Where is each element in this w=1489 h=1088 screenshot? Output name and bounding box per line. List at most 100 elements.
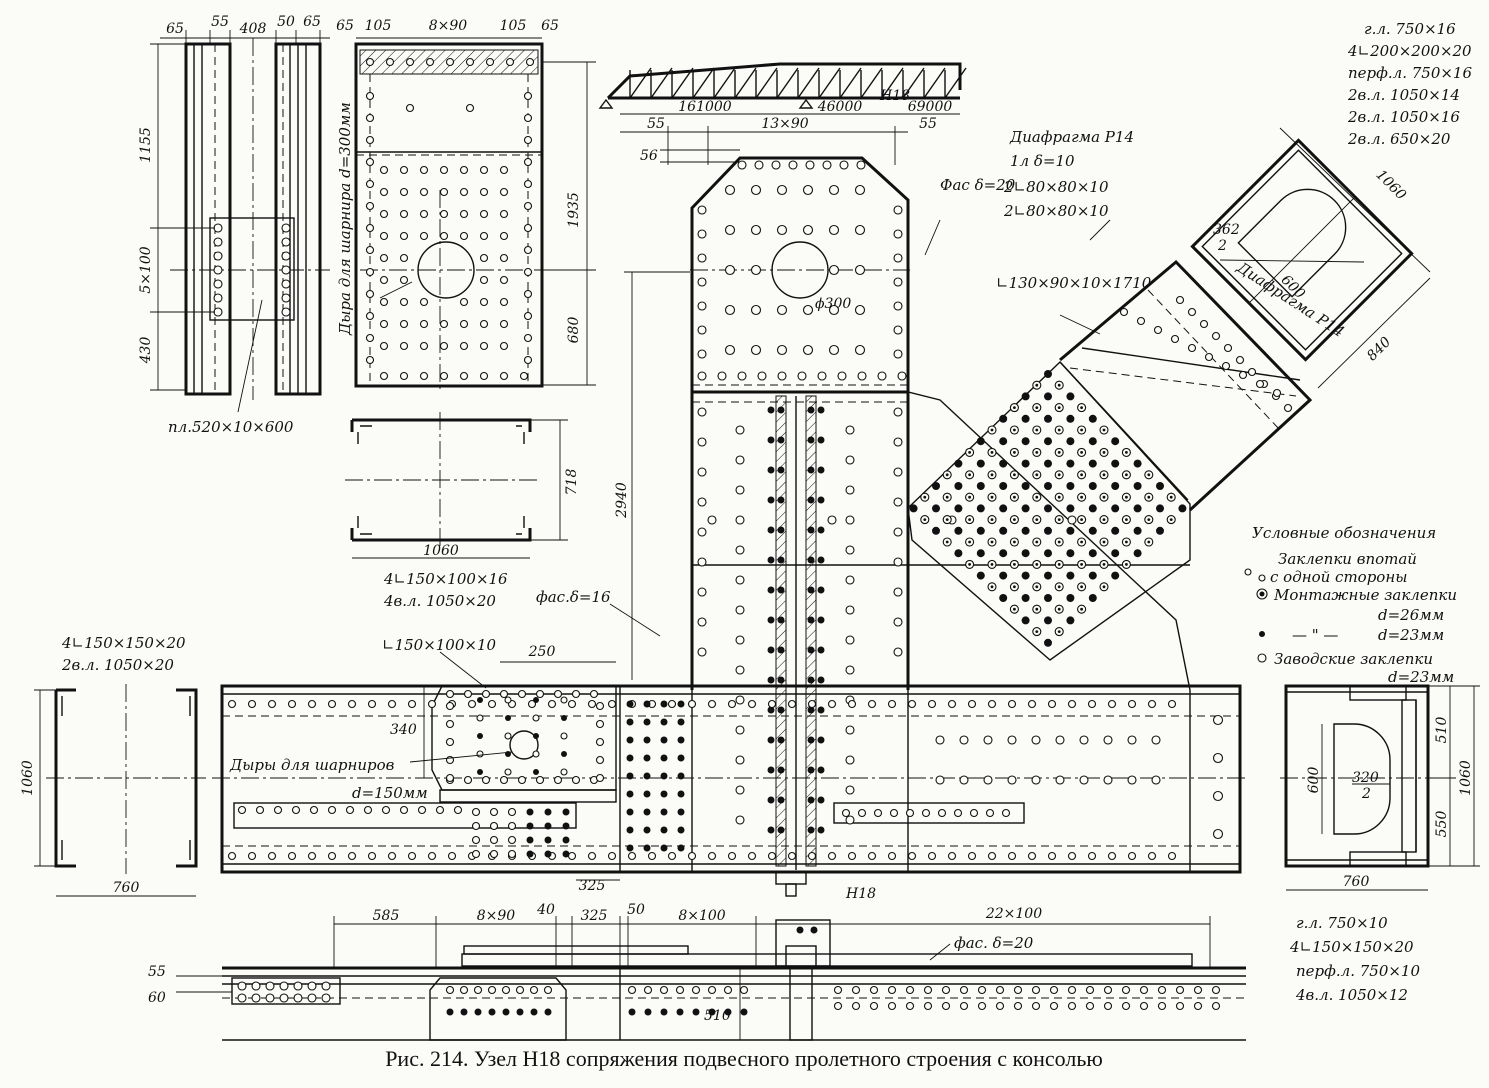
dim-50-bottom: 50 (627, 902, 645, 918)
rivet (802, 304, 814, 316)
rivet-center (1035, 607, 1039, 611)
rivet (1283, 403, 1293, 413)
rivet (463, 775, 473, 785)
rivet (365, 91, 375, 101)
rivet (1103, 775, 1113, 785)
rivet (1121, 985, 1131, 995)
rivet (544, 808, 552, 816)
dim-55-main-a: 55 (647, 116, 665, 132)
rivet (807, 466, 815, 474)
rivet-center (1035, 406, 1039, 409)
rivet (735, 515, 745, 525)
rivet (309, 805, 319, 815)
rivet-center (1046, 439, 1050, 443)
rivet (845, 755, 855, 765)
rivet (827, 851, 837, 861)
rivet (213, 237, 223, 247)
rivet-center (1024, 484, 1027, 488)
rivet-center (1080, 428, 1083, 432)
rivet-center (979, 484, 983, 488)
rivet-center (1113, 484, 1117, 488)
rivet (365, 355, 375, 365)
rivet-center (1069, 596, 1072, 600)
rivet (697, 301, 707, 311)
section-right-member-1: г.л. 750×10 (1296, 914, 1388, 932)
rivet (845, 455, 855, 465)
rivet-center (1169, 495, 1173, 499)
rivet (827, 699, 837, 709)
dim-1155: 1155 (138, 127, 154, 163)
diag-member-3: перф.л. 750×16 (1348, 64, 1472, 82)
rivet (293, 981, 303, 991)
rivet-center (1057, 630, 1061, 633)
rivet-center (1158, 484, 1162, 488)
rivet-center (1147, 495, 1151, 499)
rivet-center (1013, 607, 1016, 611)
rivet-center (1113, 574, 1117, 577)
main-hole-dia: ϕ300 (815, 296, 851, 312)
rivet (767, 556, 775, 564)
rivet-center (1069, 417, 1072, 421)
rivet (471, 849, 481, 859)
rivet-center (990, 451, 994, 454)
diaphragm-title: Диафрагма Р14 (1009, 128, 1134, 146)
rivet (776, 224, 788, 236)
rivet (327, 699, 337, 709)
rivet (626, 772, 634, 780)
dim-760-left: 760 (113, 880, 140, 896)
rivet (967, 851, 977, 861)
rivet (817, 586, 825, 594)
rivet (817, 676, 825, 684)
section-left-1060: 4∟150×150×20 2в.л. 1050×20 1060 760 (20, 634, 206, 897)
rivet (807, 796, 815, 804)
rivet (499, 231, 509, 241)
rivet (626, 844, 634, 852)
truss-diagonal (629, 67, 652, 99)
rivet (251, 993, 261, 1003)
legend-one-side: с одной стороны (1270, 568, 1407, 586)
truss-diagonal (839, 67, 862, 99)
rivet (1175, 985, 1185, 995)
rivet (747, 699, 757, 709)
rivet (347, 699, 357, 709)
legend-field-d26: d=26мм (1378, 606, 1444, 624)
rivet (851, 1001, 861, 1011)
rivet (399, 187, 409, 197)
rivet (776, 304, 788, 316)
rivet (523, 157, 533, 167)
field-rivet-23-symbol (1259, 631, 1265, 637)
rivet (893, 301, 903, 311)
rivet-center (1069, 529, 1072, 533)
dim-760-right: 760 (1343, 874, 1370, 890)
rivet (754, 160, 764, 170)
rivet (1211, 1001, 1221, 1011)
rivet-center (1102, 451, 1106, 454)
rivet-center (1136, 529, 1139, 533)
rivet (399, 371, 409, 381)
rivet (479, 231, 489, 241)
rivet (399, 231, 409, 241)
rivet (476, 750, 484, 758)
rivet (1055, 735, 1065, 745)
rivet (845, 815, 855, 825)
rivet (265, 993, 275, 1003)
rivet-center (1113, 462, 1117, 465)
main-pin-hole (771, 241, 829, 299)
dim-40: 40 (536, 902, 555, 918)
rivet (1247, 367, 1257, 377)
rivet (833, 1001, 843, 1011)
rivet (587, 851, 597, 861)
truss-diagonal (797, 67, 820, 99)
rivet-center (1046, 596, 1050, 600)
plate-label: пл.520×10×600 (168, 418, 294, 436)
dim-550-right: 550 (1434, 811, 1450, 838)
rivet-center (1057, 495, 1061, 499)
rivet (476, 714, 484, 722)
rivet (499, 165, 509, 175)
rivet-center (1080, 495, 1083, 499)
rivet (365, 333, 375, 343)
rivet (562, 836, 570, 844)
rivet (845, 785, 855, 795)
rivet (237, 805, 247, 815)
